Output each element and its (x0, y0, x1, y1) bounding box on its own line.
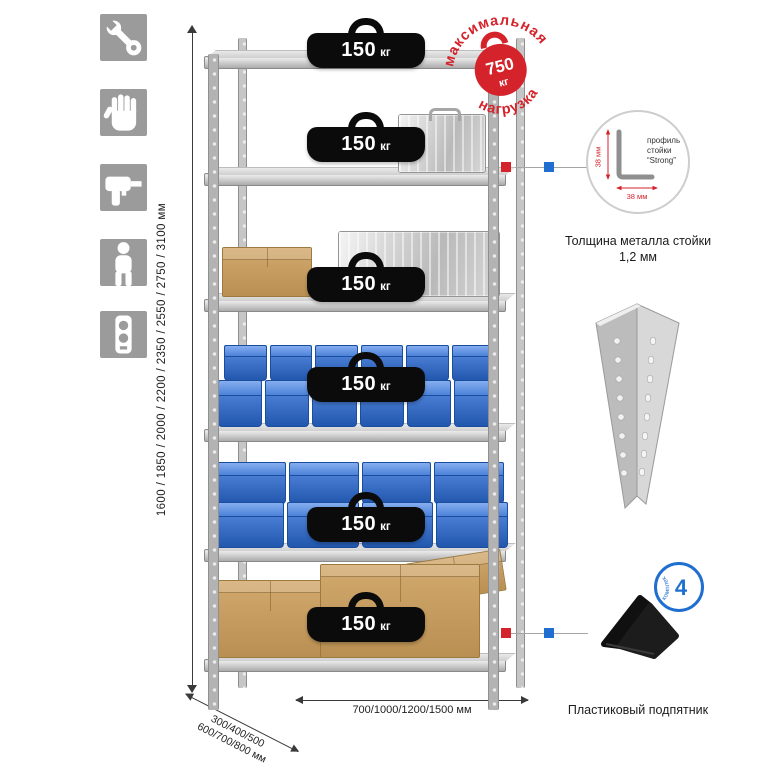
load-unit: кг (380, 381, 391, 393)
storage-bin (406, 345, 449, 381)
height-dimension-label: 1600 / 1850 / 2000 / 2200 / 2350 / 2550 … (156, 30, 168, 690)
kit-badge-value: 4 (675, 575, 688, 600)
foot-caption: Пластиковый подпятник (567, 703, 709, 717)
height-dimension-text: 1600 / 1850 / 2000 / 2200 / 2350 / 2550 … (156, 203, 168, 517)
width-dimension: 700/1000/1200/1500 мм (295, 696, 529, 718)
profile-callout-circle: 38 мм 38 мм профиль стойки “Strong” (586, 110, 690, 214)
feature-tile-tools (100, 14, 147, 61)
profile-label-line3: “Strong” (647, 156, 676, 165)
feature-tile-glove (100, 89, 147, 136)
upright-post-graphic (595, 303, 680, 510)
load-unit: кг (380, 621, 391, 633)
marker-red-bottom (501, 628, 511, 638)
weight-handle (348, 252, 384, 269)
storage-bin (212, 502, 284, 548)
weight-handle (348, 352, 384, 369)
storage-bin (269, 345, 312, 381)
kit-count-badge: в комплекте 4 (652, 560, 706, 614)
stamp-weight-body (474, 43, 527, 96)
kit-count-badge-graphic: в комплекте 4 (652, 560, 704, 612)
stamp-unit: кг (498, 75, 511, 89)
feature-tile-drill (100, 164, 147, 211)
marker-blue-top (544, 162, 554, 172)
load-unit: кг (380, 141, 391, 153)
rack-post-front-left (208, 54, 219, 710)
cardboard-box (222, 247, 312, 297)
width-dimension-line (295, 696, 529, 704)
feature-tile-person (100, 239, 147, 286)
load-unit: кг (380, 47, 391, 59)
max-load-stamp: максимальная нагрузка 750 кг (424, 0, 577, 143)
load-unit: кг (380, 281, 391, 293)
drill-icon (105, 176, 142, 206)
level-icon (115, 315, 132, 354)
storage-bin (265, 380, 310, 427)
marker-blue-bottom (544, 628, 554, 638)
rack-post-front-right (488, 54, 499, 710)
storage-bin (218, 380, 263, 427)
upright-post-image (580, 296, 700, 528)
shelf (204, 429, 506, 442)
rack-post-back-right (516, 38, 525, 688)
plastic-foot-graphic (601, 595, 679, 659)
wrench-icon (105, 19, 142, 56)
person-icon (115, 242, 132, 286)
profile-diagram: 38 мм 38 мм профиль стойки “Strong” (594, 129, 680, 201)
plastic-foot-image (592, 586, 688, 668)
load-value: 150 (341, 133, 377, 155)
feature-tile-level (100, 311, 147, 358)
height-dimension-line (187, 25, 198, 693)
weight-handle (348, 592, 384, 609)
profile-label-line2: стойки (647, 146, 671, 155)
width-dimension-text: 700/1000/1200/1500 мм (352, 704, 472, 716)
stamp-weight-handle (480, 31, 509, 50)
profile-caption: Толщина металла стойки 1,2 мм (564, 234, 712, 265)
load-value: 150 (341, 513, 377, 535)
marker-red-top (501, 162, 511, 172)
weight-handle (348, 492, 384, 509)
load-unit: кг (380, 521, 391, 533)
storage-bin (216, 462, 286, 504)
aluminum-case (398, 108, 486, 173)
profile-label-line1: профиль (647, 136, 680, 145)
profile-dim-vertical: 38 мм (594, 147, 603, 168)
weight-handle (348, 112, 384, 129)
profile-shape (616, 129, 655, 180)
load-value: 150 (341, 613, 377, 635)
glove-icon (103, 94, 137, 131)
storage-bin (224, 345, 267, 381)
weight-handle (348, 18, 384, 35)
max-load-stamp-graphic: максимальная нагрузка 750 кг (432, 1, 552, 125)
shelf (204, 173, 506, 186)
load-value: 150 (341, 373, 377, 395)
load-value: 150 (341, 273, 377, 295)
load-value: 150 (341, 39, 377, 61)
profile-dim-horizontal: 38 мм (627, 192, 648, 201)
shelf (204, 659, 506, 672)
